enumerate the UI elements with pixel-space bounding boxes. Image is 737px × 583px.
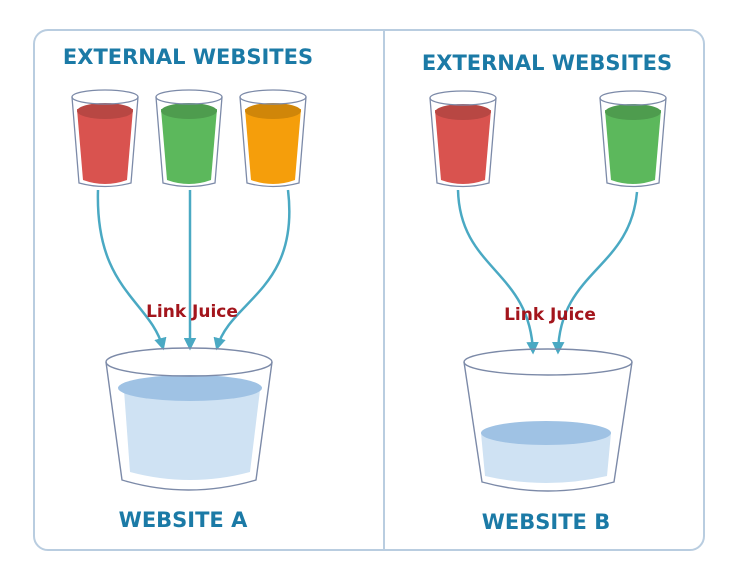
left-title: EXTERNAL WEBSITES [63,45,313,69]
website-a-label: WEBSITE A [119,508,248,532]
right-title: EXTERNAL WEBSITES [422,51,672,75]
website-b-glass [463,348,633,492]
left-source-cup-3 [239,89,307,188]
right-link-juice-label: Link Juice [504,305,596,325]
arrow-green-to-b [552,191,639,355]
arrow-red-to-b [456,189,539,355]
right-source-cup-2 [599,90,667,188]
arrow-orange-to-a [213,189,291,351]
left-link-juice-label: Link Juice [146,302,238,322]
website-b-label: WEBSITE B [482,510,610,534]
right-panel: EXTERNAL WEBSITES Link Juice WEBSITE B [422,51,672,534]
left-panel: EXTERNAL WEBSITES Link Juice WEBSITE A [63,45,313,532]
website-a-glass [105,347,273,491]
left-source-cup-1 [71,89,139,188]
arrow-red-to-a [96,189,167,351]
left-source-cup-2 [155,89,223,188]
right-source-cup-1 [429,90,497,188]
